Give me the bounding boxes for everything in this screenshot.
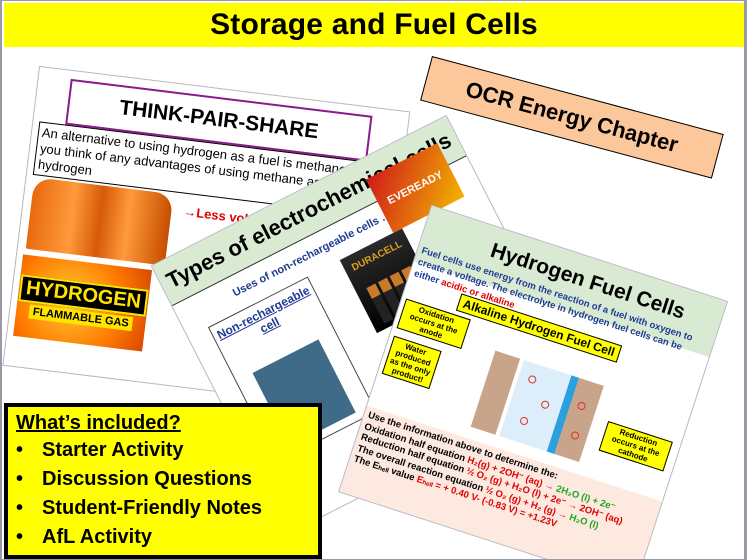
title-banner: Storage and Fuel Cells: [4, 3, 744, 47]
list-item: •AfL Activity: [16, 523, 310, 552]
bullet-icon: •: [16, 526, 24, 548]
bullet-icon: •: [16, 497, 24, 519]
gas-cylinders-image: [25, 177, 174, 266]
list-item: •Starter Activity: [16, 436, 310, 465]
list-item: •Student-Friendly Notes: [16, 494, 310, 523]
reduction-label: Reduction occurs at the cathode: [598, 420, 673, 472]
included-list: •Starter Activity •Discussion Questions …: [16, 436, 310, 552]
bullet-icon: •: [16, 439, 24, 461]
page-title: Storage and Fuel Cells: [210, 8, 538, 41]
badge-text: OCR Energy Chapter: [463, 76, 681, 158]
eveready-label: EVEREADY: [385, 168, 445, 208]
bullet-icon: •: [16, 468, 24, 490]
whats-included-box: What’s included? •Starter Activity •Disc…: [4, 403, 322, 559]
water-label: Water produced as the only product!: [381, 335, 442, 390]
duracell-label: DURACELL: [350, 238, 405, 274]
hydrogen-warning-sign: HYDROGEN FLAMMABLE GAS: [13, 254, 153, 352]
list-item: •Discussion Questions: [16, 465, 310, 494]
included-heading: What’s included?: [16, 412, 181, 434]
